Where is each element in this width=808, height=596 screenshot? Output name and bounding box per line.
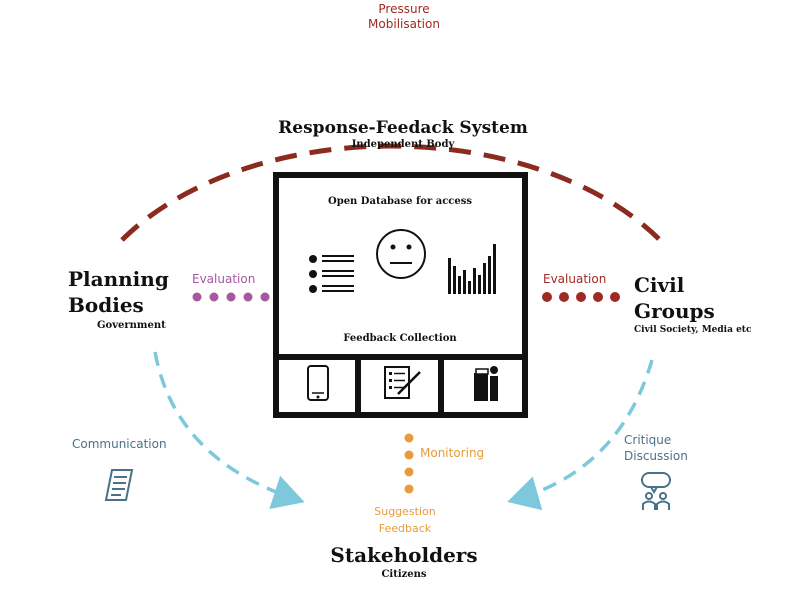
pressure-line1: Pressure <box>378 2 430 16</box>
communication-arrow <box>153 351 305 510</box>
planning-bodies-label: Planning Bodies <box>68 266 169 318</box>
discussion-icon <box>641 472 671 510</box>
stakeholders-title: Stakeholders <box>330 543 478 567</box>
bar-chart-icon <box>448 244 496 294</box>
civil-subtitle: Civil Society, Media etc <box>634 325 752 335</box>
planning-line1: Planning <box>68 267 169 291</box>
planning-line2: Bodies <box>68 293 144 317</box>
evaluation-left-label: Evaluation <box>192 272 256 286</box>
evaluation-dots-right <box>542 292 620 302</box>
kiosk-icon <box>474 366 498 401</box>
form-icon <box>384 366 421 399</box>
civil-groups-label: Civil Groups <box>634 272 715 324</box>
evaluation-dots-left <box>192 292 270 302</box>
monitoring-dots <box>404 433 414 494</box>
pressure-line2: Mobilisation <box>368 17 440 31</box>
monitoring-label: Monitoring <box>420 446 485 460</box>
suggestion-line1: Suggestion <box>374 505 436 518</box>
evaluation-right-label: Evaluation <box>543 272 607 286</box>
database-label: Open Database for access <box>327 196 472 207</box>
communication-label: Communication <box>72 437 167 451</box>
critique-arrow <box>507 359 654 511</box>
pressure-label: Pressure Mobilisation <box>0 2 808 32</box>
civil-line1: Civil <box>634 273 685 297</box>
critique-line1: Critique <box>624 433 672 447</box>
civil-line2: Groups <box>634 299 715 323</box>
pressure-arc <box>120 143 662 242</box>
phone-icon <box>307 365 329 401</box>
suggestion-label: Suggestion Feedback <box>330 503 480 537</box>
planning-subtitle: Government <box>97 320 166 331</box>
list-icon <box>309 255 354 293</box>
system-title: Response-Feedack System <box>278 118 528 138</box>
stakeholders-subtitle: Citizens <box>381 569 427 580</box>
suggestion-line2: Feedback <box>378 522 432 535</box>
critique-label: Critique Discussion <box>624 432 688 464</box>
critique-line2: Discussion <box>624 449 688 463</box>
neutral-face-icon <box>376 229 426 279</box>
scroll-icon <box>104 469 134 501</box>
feedback-collection-label: Feedback Collection <box>343 333 457 344</box>
system-subtitle: Independent Body <box>351 139 455 150</box>
